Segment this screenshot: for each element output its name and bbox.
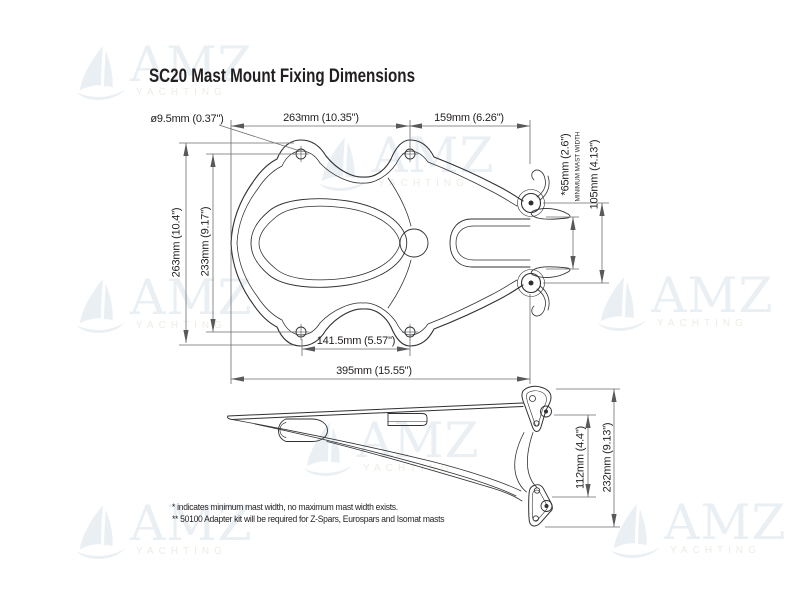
cutout-inner (258, 205, 401, 281)
top-mount-plate (521, 385, 552, 432)
boss-tab (279, 422, 287, 438)
mounting-holes (292, 145, 419, 341)
slot-inner (455, 225, 531, 261)
clamp-jaws (530, 208, 571, 278)
top-view (230, 139, 571, 347)
dimension-arrows (183, 123, 617, 527)
dim-label-top-left-span: 263mm (10.35") (283, 112, 359, 124)
blade-tip (227, 415, 233, 420)
outer-contour-top (230, 139, 524, 244)
boss (278, 418, 328, 442)
dim-label-top-right-span: 159mm (6.26") (434, 112, 504, 124)
dim-label-overall-width: 395mm (15.55") (336, 365, 412, 377)
web-line-bottom (387, 259, 412, 309)
dim-label-side-overall-height: 232mm (9.13") (601, 422, 614, 493)
blade-bottom-edge (231, 406, 524, 420)
inner-contour-bottom (236, 242, 518, 336)
slot-outer (449, 218, 531, 268)
dim-label-lower-hole-span: 141.5mm (5.57") (316, 335, 396, 347)
neck-line (527, 432, 538, 488)
dim-note-min-mast-width: MINIMUM MAST WIDTH (574, 131, 582, 202)
dim-label-side-inner-height: 112mm (4.4") (574, 425, 587, 490)
leader-line (218, 124, 301, 152)
cutout-outer (250, 198, 408, 288)
footnote-min-mast-width: * indicates minimum mast width, no maxim… (172, 502, 398, 512)
bottom-mount-plate (528, 484, 553, 527)
outer-contour-bottom (230, 242, 524, 347)
dim-label-hole-diameter: ø9.5mm (0.37") (150, 113, 224, 125)
clamp-hooks (531, 169, 550, 317)
web-line-top (387, 177, 412, 227)
dim-label-hole-height-span: 233mm (9.17") (199, 206, 212, 277)
blade-top-edge (227, 402, 524, 417)
center-hole (399, 228, 429, 258)
inner-contour-top (236, 150, 518, 244)
side-view (227, 385, 553, 527)
neck-line (514, 432, 527, 493)
dim-label-clamp-span: 105mm (4.13") (588, 139, 601, 210)
drawing-title: SC20 Mast Mount Fixing Dimensions (149, 66, 416, 87)
dim-label-overall-height: 263mm (10.4") (170, 207, 183, 278)
mast-clamp-pivots (517, 189, 545, 297)
footnote-adapter-kit: ** 50100 Adapter kit will be required fo… (172, 514, 445, 524)
jaw-box (387, 413, 428, 426)
dimension-lines (179, 120, 620, 528)
